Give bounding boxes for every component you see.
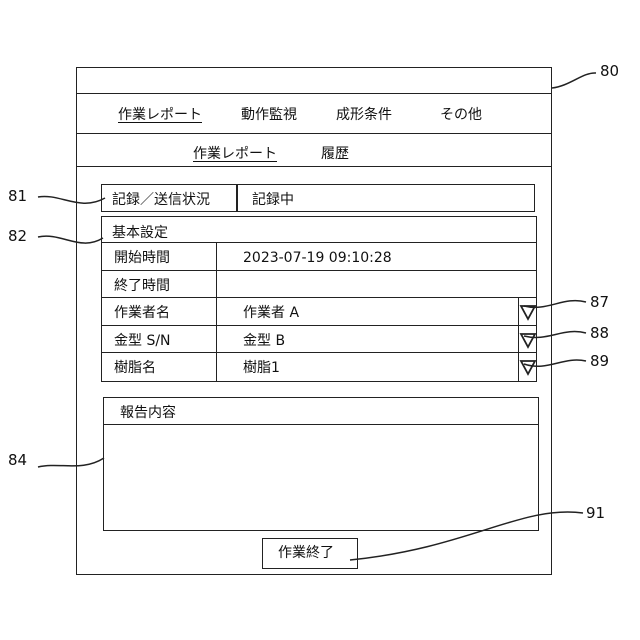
subtab-work-report[interactable]: 作業レポート <box>193 146 277 162</box>
resin-dropdown-icon[interactable] <box>519 354 537 379</box>
mold-dropdown-icon[interactable] <box>519 327 537 352</box>
table-row-divider <box>101 325 537 326</box>
subtab-divider <box>76 166 552 167</box>
menu-divider <box>76 133 552 134</box>
table-row-divider <box>101 270 537 271</box>
ref-numeral-91: 91 <box>586 505 605 521</box>
report-title: 報告内容 <box>120 405 176 421</box>
table-row-divider <box>101 352 537 353</box>
start-time-label: 開始時間 <box>114 250 170 266</box>
table-row-divider <box>101 297 537 298</box>
tab-operation-monitor[interactable]: 動作監視 <box>241 107 297 123</box>
title-bar-divider <box>76 93 552 94</box>
tab-work-report[interactable]: 作業レポート <box>118 107 202 123</box>
leader-line-80 <box>552 73 596 88</box>
report-title-divider <box>103 424 539 425</box>
ref-numeral-87: 87 <box>590 294 609 310</box>
ref-numeral-81: 81 <box>8 188 27 204</box>
mold-sn-label: 金型 S/N <box>114 333 171 349</box>
ref-numeral-82: 82 <box>8 228 27 244</box>
ref-numeral-84: 84 <box>8 452 27 468</box>
resin-label: 樹脂名 <box>114 360 156 376</box>
tab-other[interactable]: その他 <box>440 107 482 123</box>
table-column-divider <box>216 242 217 382</box>
ref-numeral-88: 88 <box>590 325 609 341</box>
tab-molding-conditions[interactable]: 成形条件 <box>336 107 392 123</box>
status-label: 記録／送信状況 <box>112 192 210 208</box>
mold-select-value[interactable]: 金型 B <box>243 333 285 349</box>
table-row-divider <box>101 242 537 243</box>
report-content-input[interactable] <box>106 427 536 528</box>
operator-select-value[interactable]: 作業者 A <box>243 305 299 321</box>
operator-dropdown-icon[interactable] <box>519 299 537 324</box>
start-time-value: 2023-07-19 09:10:28 <box>243 250 392 266</box>
status-value: 記録中 <box>252 192 294 208</box>
ref-numeral-89: 89 <box>590 353 609 369</box>
subtab-history[interactable]: 履歴 <box>321 146 349 162</box>
operator-label: 作業者名 <box>114 305 170 321</box>
finish-work-button-label: 作業終了 <box>278 545 334 561</box>
resin-select-value[interactable]: 樹脂1 <box>243 360 280 376</box>
end-time-label: 終了時間 <box>114 278 170 294</box>
ref-numeral-80: 80 <box>600 63 619 79</box>
basic-settings-title: 基本設定 <box>112 225 168 241</box>
